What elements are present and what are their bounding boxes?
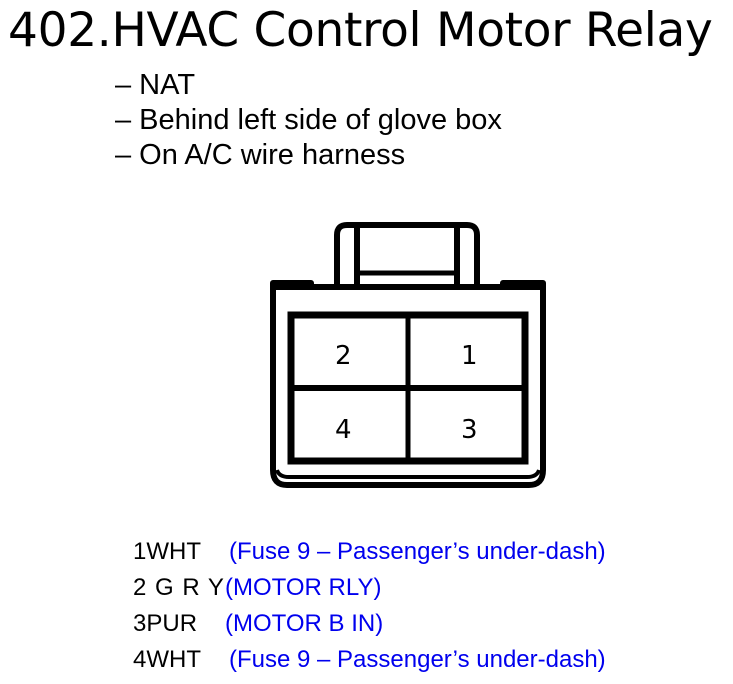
latch-outline [334, 222, 480, 287]
cavity-label-1: 1 [461, 341, 478, 371]
pin-description: (MOTOR B IN) [225, 610, 384, 637]
pin-description: (Fuse 9 – Passenger’s under-dash) [229, 538, 606, 565]
cavity-label-2: 2 [335, 341, 352, 371]
pin-description: (MOTOR RLY) [225, 574, 382, 601]
note-item: – On A/C wire harness [115, 139, 406, 171]
pin-wire-code: 2 G R Y [133, 574, 224, 601]
pin-wire-code: 1WHT [133, 538, 201, 565]
connector-diagram: 2 1 4 3 [265, 215, 555, 500]
location-notes: – NAT – Behind left side of glove box – … [115, 68, 502, 173]
pin-description: (Fuse 9 – Passenger’s under-dash) [229, 646, 606, 673]
cavity-label-4: 4 [335, 415, 352, 445]
page-title: 402.HVAC Control Motor Relay [8, 3, 713, 58]
pin-wire-code: 4WHT [133, 646, 201, 673]
cavity-label-3: 3 [461, 415, 478, 445]
pin-wire-code: 3PUR [133, 610, 198, 637]
note-item: – Behind left side of glove box [115, 104, 502, 136]
note-item: – NAT [115, 69, 196, 101]
